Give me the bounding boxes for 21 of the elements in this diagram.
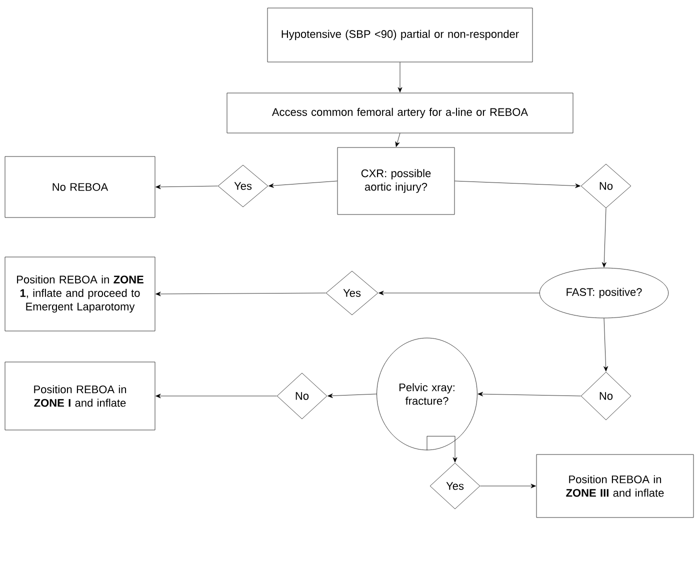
arrow xyxy=(156,292,326,296)
process-box: Position REBOA in ZONE 1, inflate and proceed to Emergent Laparotomy xyxy=(4,256,156,332)
arrow xyxy=(156,184,218,190)
process-box: CXR: possible aortic injury? xyxy=(337,147,455,215)
arrow xyxy=(268,180,338,188)
arrow xyxy=(602,208,606,268)
arrow xyxy=(395,133,400,147)
process-box: Position REBOA in ZONE I and inflate xyxy=(4,362,156,430)
process-box: Access common femoral artery for a-line or REBOA xyxy=(226,92,574,134)
arrow xyxy=(398,62,402,92)
arrow xyxy=(156,394,277,398)
arrow xyxy=(454,180,580,188)
arrow xyxy=(480,484,536,488)
arrow xyxy=(478,392,581,396)
arrow xyxy=(604,318,608,372)
arrow xyxy=(426,436,458,462)
arrow xyxy=(378,290,540,296)
process-box: No REBOA xyxy=(4,156,156,218)
arrow xyxy=(328,394,377,398)
process-box: Position REBOA in ZONE III and inflate xyxy=(536,454,694,518)
process-box: Hypotensive (SBP <90) partial or non-responder xyxy=(267,8,533,62)
